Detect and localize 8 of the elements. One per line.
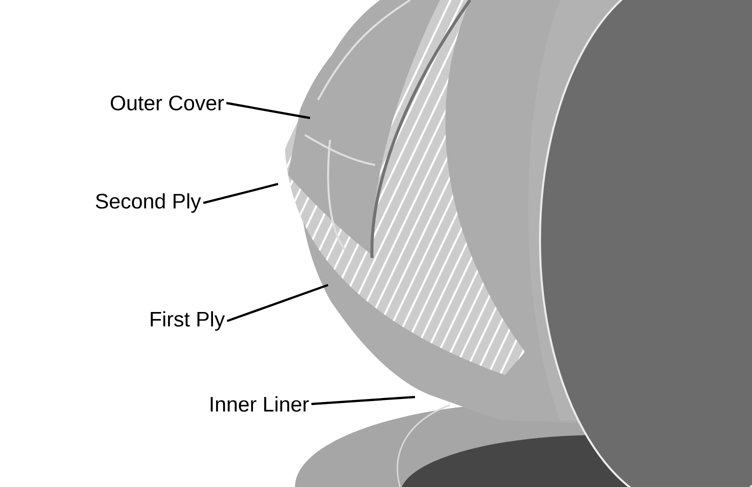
label: First Ply — [150, 311, 225, 331]
leader-line — [203, 182, 278, 204]
leader-line — [226, 102, 310, 120]
leader-line — [226, 284, 328, 322]
label: Inner Liner — [210, 396, 309, 412]
label: Outer Cover — [110, 96, 224, 110]
label: Second Ply — [96, 193, 202, 213]
leader-line — [311, 396, 416, 406]
